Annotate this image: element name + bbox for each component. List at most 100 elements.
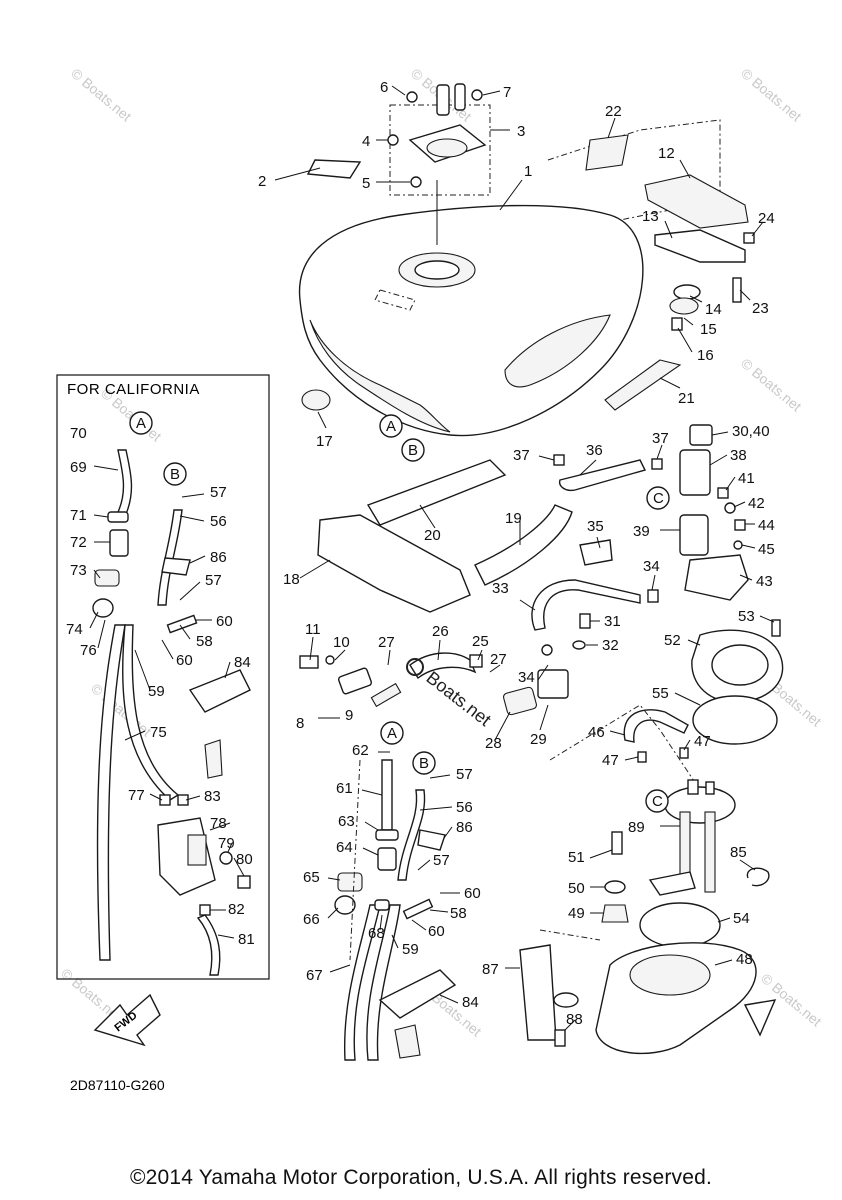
callout-82: 82	[228, 901, 245, 918]
callout-67: 67	[306, 967, 323, 984]
callout-77: 77	[128, 787, 145, 804]
fitting-68	[374, 899, 390, 911]
fuel-hose-36	[558, 459, 647, 492]
hose-clamp	[651, 458, 663, 470]
connector-line	[539, 929, 601, 941]
callout-73: 73	[70, 562, 87, 579]
fitting	[579, 539, 613, 566]
hose-56	[397, 789, 426, 881]
callout-70: 70	[70, 425, 87, 442]
heat-insulator-18	[317, 514, 471, 613]
clamp-34	[647, 589, 659, 603]
callout-66: 66	[303, 911, 320, 928]
callout-32: 32	[602, 637, 619, 654]
callout-2: 2	[258, 173, 266, 190]
callout-13: 13	[642, 208, 659, 225]
callout-28: 28	[485, 735, 502, 752]
callout-10: 10	[333, 634, 350, 651]
callout-62: 62	[352, 742, 369, 759]
callout-35: 35	[587, 518, 604, 535]
hose-46	[623, 709, 689, 743]
callout-41: 41	[738, 470, 755, 487]
callout-60d: 60	[428, 923, 445, 940]
callout-14: 14	[705, 301, 722, 318]
callout-38: 38	[730, 447, 747, 464]
tank-damper	[301, 389, 331, 411]
valve-84	[394, 1024, 421, 1059]
callout-57d: 57	[433, 852, 450, 869]
connector-b: B	[408, 442, 418, 459]
callout-87: 87	[482, 961, 499, 978]
washer-50	[604, 880, 626, 894]
bolt	[671, 317, 683, 331]
callout-84b: 84	[462, 994, 479, 1011]
callout-75: 75	[150, 724, 167, 741]
inset-title: FOR CALIFORNIA	[67, 381, 200, 398]
callout-19: 19	[505, 510, 522, 527]
callout-78: 78	[210, 815, 227, 832]
callout-15: 15	[700, 321, 717, 338]
drawing-code: 2D87110-G260	[70, 1077, 165, 1093]
clip-86	[417, 829, 446, 851]
callout-20: 20	[424, 527, 441, 544]
clamp-47	[679, 747, 689, 759]
callout-79: 79	[218, 835, 235, 852]
o-ring-54	[639, 902, 721, 948]
fitting-63	[375, 829, 399, 841]
callout-31: 31	[604, 613, 621, 630]
connector-a: A	[386, 418, 396, 435]
callout-60a: 60	[216, 613, 233, 630]
screw-31	[579, 613, 591, 629]
bolt-88	[554, 1029, 566, 1047]
bolt	[732, 277, 742, 303]
callout-69: 69	[70, 459, 87, 476]
callout-47a: 47	[602, 752, 619, 769]
callout-59a: 59	[148, 683, 165, 700]
callout-9: 9	[345, 707, 353, 724]
caution-label	[585, 134, 629, 171]
callout-34a: 34	[643, 558, 660, 575]
grommet	[553, 992, 579, 1008]
callout-6: 6	[380, 79, 388, 96]
california-inset	[56, 374, 270, 980]
callout-80: 80	[236, 851, 253, 868]
clip-85	[746, 867, 770, 887]
callout-54: 54	[733, 910, 750, 927]
callout-17: 17	[316, 433, 333, 450]
callout-58a: 58	[196, 633, 213, 650]
pump-plate-hole	[711, 644, 769, 686]
callout-8: 8	[296, 715, 304, 732]
callout-4: 4	[362, 133, 370, 150]
callout-57b: 57	[205, 572, 222, 589]
callout-63: 63	[338, 813, 355, 830]
connector-a: A	[136, 415, 146, 432]
callout-72: 72	[70, 534, 87, 551]
clamp-84	[378, 969, 457, 1019]
callout-52: 52	[664, 632, 681, 649]
callout-59b: 59	[402, 941, 419, 958]
washer-32	[572, 640, 586, 650]
callout-76: 76	[80, 642, 97, 659]
callout-44: 44	[758, 517, 775, 534]
callout-39: 39	[633, 523, 650, 540]
callout-89: 89	[628, 819, 645, 836]
hose-61	[381, 759, 393, 831]
callout-21: 21	[678, 390, 695, 407]
damper	[669, 297, 699, 315]
joint-58	[402, 898, 434, 920]
callout-23: 23	[752, 300, 769, 317]
watermark: © Boats.net	[738, 65, 805, 124]
tank-bracket-48	[595, 942, 777, 1055]
callout-57c: 57	[456, 766, 473, 783]
grommet	[673, 284, 701, 300]
callout-34b: 34	[518, 669, 535, 686]
center-watermark-text: Boats.net	[423, 667, 495, 730]
callout-5: 5	[362, 175, 370, 192]
callout-42: 42	[748, 495, 765, 512]
callout-45: 45	[758, 541, 775, 558]
callout-22: 22	[605, 103, 622, 120]
callout-30-40: 30,40	[732, 423, 770, 440]
callout-68: 68	[368, 925, 385, 942]
hose-59	[366, 904, 401, 1061]
seal-strip	[604, 359, 682, 411]
